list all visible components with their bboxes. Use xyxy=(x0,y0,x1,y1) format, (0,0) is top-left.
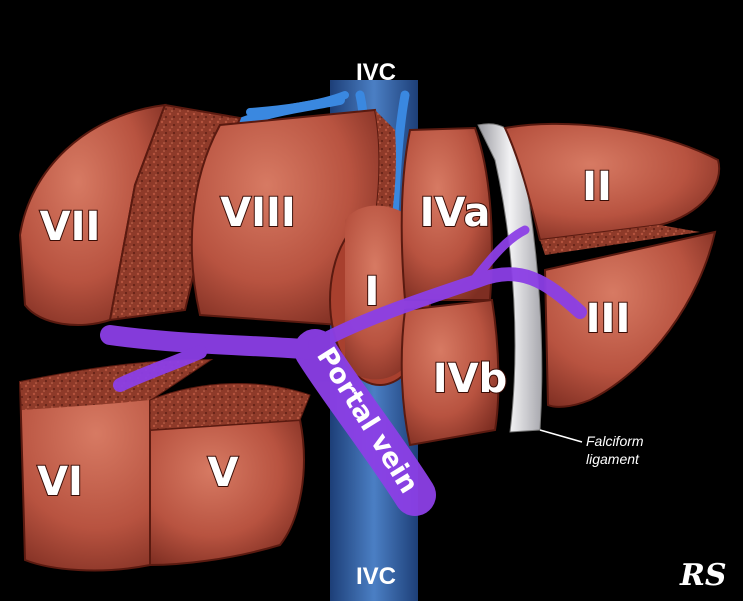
falciform-label-line2: ligament xyxy=(586,451,640,467)
ivc-bottom-label: IVC xyxy=(356,563,396,590)
segment-iii xyxy=(543,230,717,408)
segment-i-label: I xyxy=(365,269,380,315)
segment-v-label: V xyxy=(208,450,239,496)
segment-v xyxy=(149,383,311,567)
segment-ivb-label: IVb xyxy=(433,356,507,402)
segment-iii-label: III xyxy=(586,296,631,342)
falciform-label-line1: Falciform xyxy=(586,433,644,449)
author-signature: RS xyxy=(679,558,727,593)
ivc-top-label: IVC xyxy=(356,59,396,86)
segment-vi-label: VI xyxy=(37,459,83,505)
segment-iva-label: IVa xyxy=(420,190,491,236)
segment-viii-label: VIII xyxy=(220,190,296,236)
falciform-pointer xyxy=(539,429,583,443)
portal-vein xyxy=(100,225,587,516)
segment-ivb xyxy=(400,298,500,447)
segment-vii-label: VII xyxy=(40,204,101,250)
segment-ii xyxy=(503,122,721,255)
segment-ii-label: II xyxy=(582,164,612,210)
